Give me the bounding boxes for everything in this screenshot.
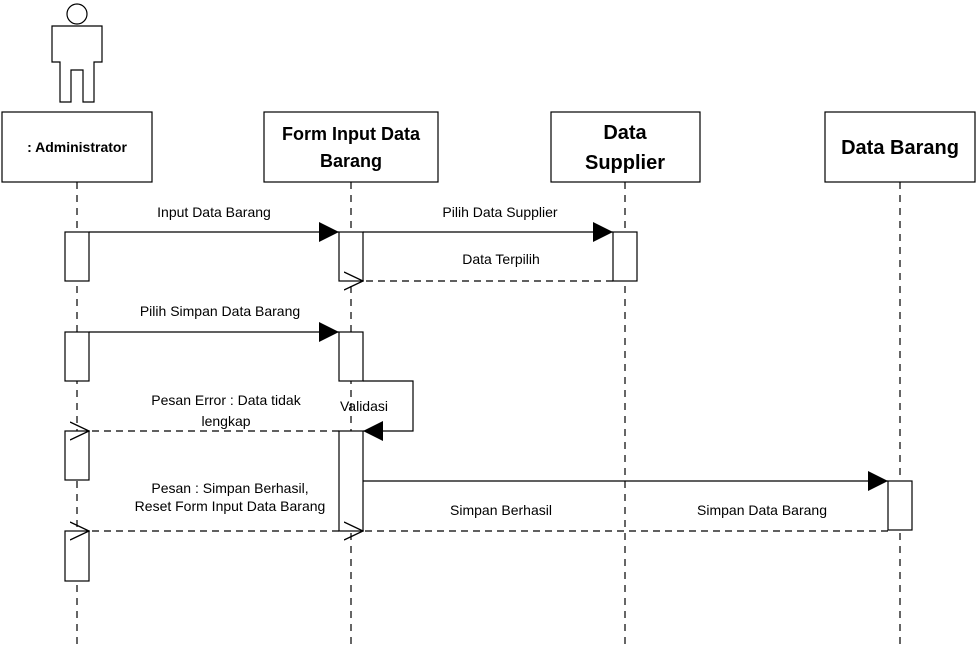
lifeline-box-form-input: Form Input Data Barang (263, 111, 439, 183)
msg-label-pilih-data-supplier: Pilih Data Supplier (442, 204, 558, 220)
lifeline-box-data-supplier: Data Supplier (550, 111, 701, 183)
msg-label-input-data-barang: Input Data Barang (157, 204, 271, 220)
activation-supplier-1 (612, 231, 638, 282)
activation-barang-1 (887, 480, 913, 531)
lifeline-box-data-barang: Data Barang (824, 111, 976, 183)
msg-label-simpan-data-barang: Simpan Data Barang (697, 502, 827, 518)
lifeline-label-form-input-line2: Barang (320, 151, 382, 171)
activation-admin-4 (64, 530, 90, 582)
lifeline-box-administrator: : Administrator (1, 111, 153, 183)
msg-label-pesan-simpan-line1: Pesan : Simpan Berhasil, (151, 480, 308, 496)
lifeline-label-data-supplier-line1: Data (603, 122, 647, 144)
lifeline-label-data-barang: Data Barang (841, 137, 959, 159)
activation-admin-1 (64, 231, 90, 282)
msg-label-validasi: Validasi (340, 398, 388, 414)
msg-label-pesan-simpan-line2: Reset Form Input Data Barang (135, 498, 326, 514)
msg-label-data-terpilih: Data Terpilih (462, 251, 540, 267)
lifeline-label-administrator: : Administrator (27, 139, 127, 155)
msg-label-pesan-error-line1: Pesan Error : Data tidak (151, 392, 301, 408)
actor-icon (51, 3, 103, 103)
msg-label-pesan-error-line2: lengkap (201, 413, 250, 429)
lifeline-label-form-input-line1: Form Input Data (282, 124, 421, 144)
msg-label-pilih-simpan: Pilih Simpan Data Barang (140, 303, 300, 319)
activation-form-3 (338, 430, 364, 532)
activation-form-1 (338, 231, 364, 282)
activation-form-2 (338, 331, 364, 382)
msg-arrow-validasi-self (363, 380, 414, 441)
msg-label-simpan-berhasil: Simpan Berhasil (450, 502, 552, 518)
lifeline-label-data-supplier-line2: Supplier (585, 152, 665, 174)
activation-admin-2 (64, 331, 90, 382)
activation-admin-3 (64, 430, 90, 481)
